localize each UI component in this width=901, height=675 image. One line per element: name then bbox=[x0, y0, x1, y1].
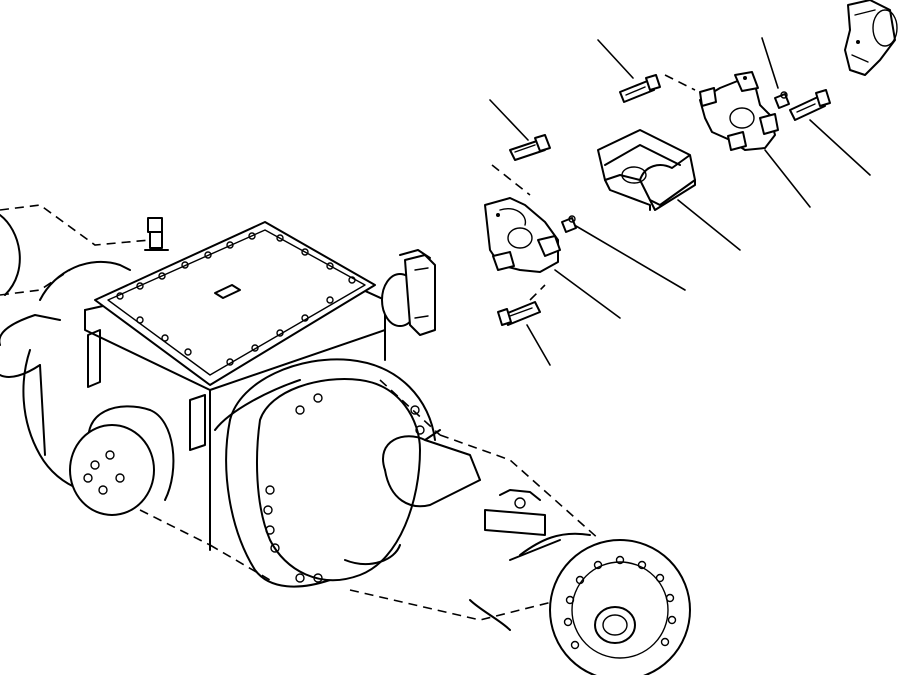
axle-housing-left bbox=[0, 204, 386, 581]
breather-plug bbox=[144, 217, 169, 251]
drive-shaft-yoke bbox=[844, 0, 898, 76]
bolt-upper-right bbox=[789, 89, 831, 121]
flange-bolts-left bbox=[83, 450, 125, 495]
axle-housing-right bbox=[225, 358, 691, 675]
upper-cross-spider bbox=[699, 71, 779, 151]
bolt-lower-lower bbox=[497, 301, 541, 326]
grease-fitting-upper bbox=[774, 91, 790, 109]
bolt-lower-upper bbox=[509, 134, 551, 161]
pinion-yoke bbox=[381, 249, 436, 336]
ring-bolts bbox=[263, 393, 425, 583]
callout-leader-lines bbox=[489, 37, 871, 366]
lower-cross-spider bbox=[484, 197, 561, 273]
hub-bolts bbox=[563, 555, 677, 650]
grease-fitting-lower bbox=[561, 215, 577, 233]
bolt-upper-left bbox=[619, 74, 661, 103]
bearing-cap bbox=[597, 129, 696, 211]
cover-bolts bbox=[116, 232, 356, 366]
